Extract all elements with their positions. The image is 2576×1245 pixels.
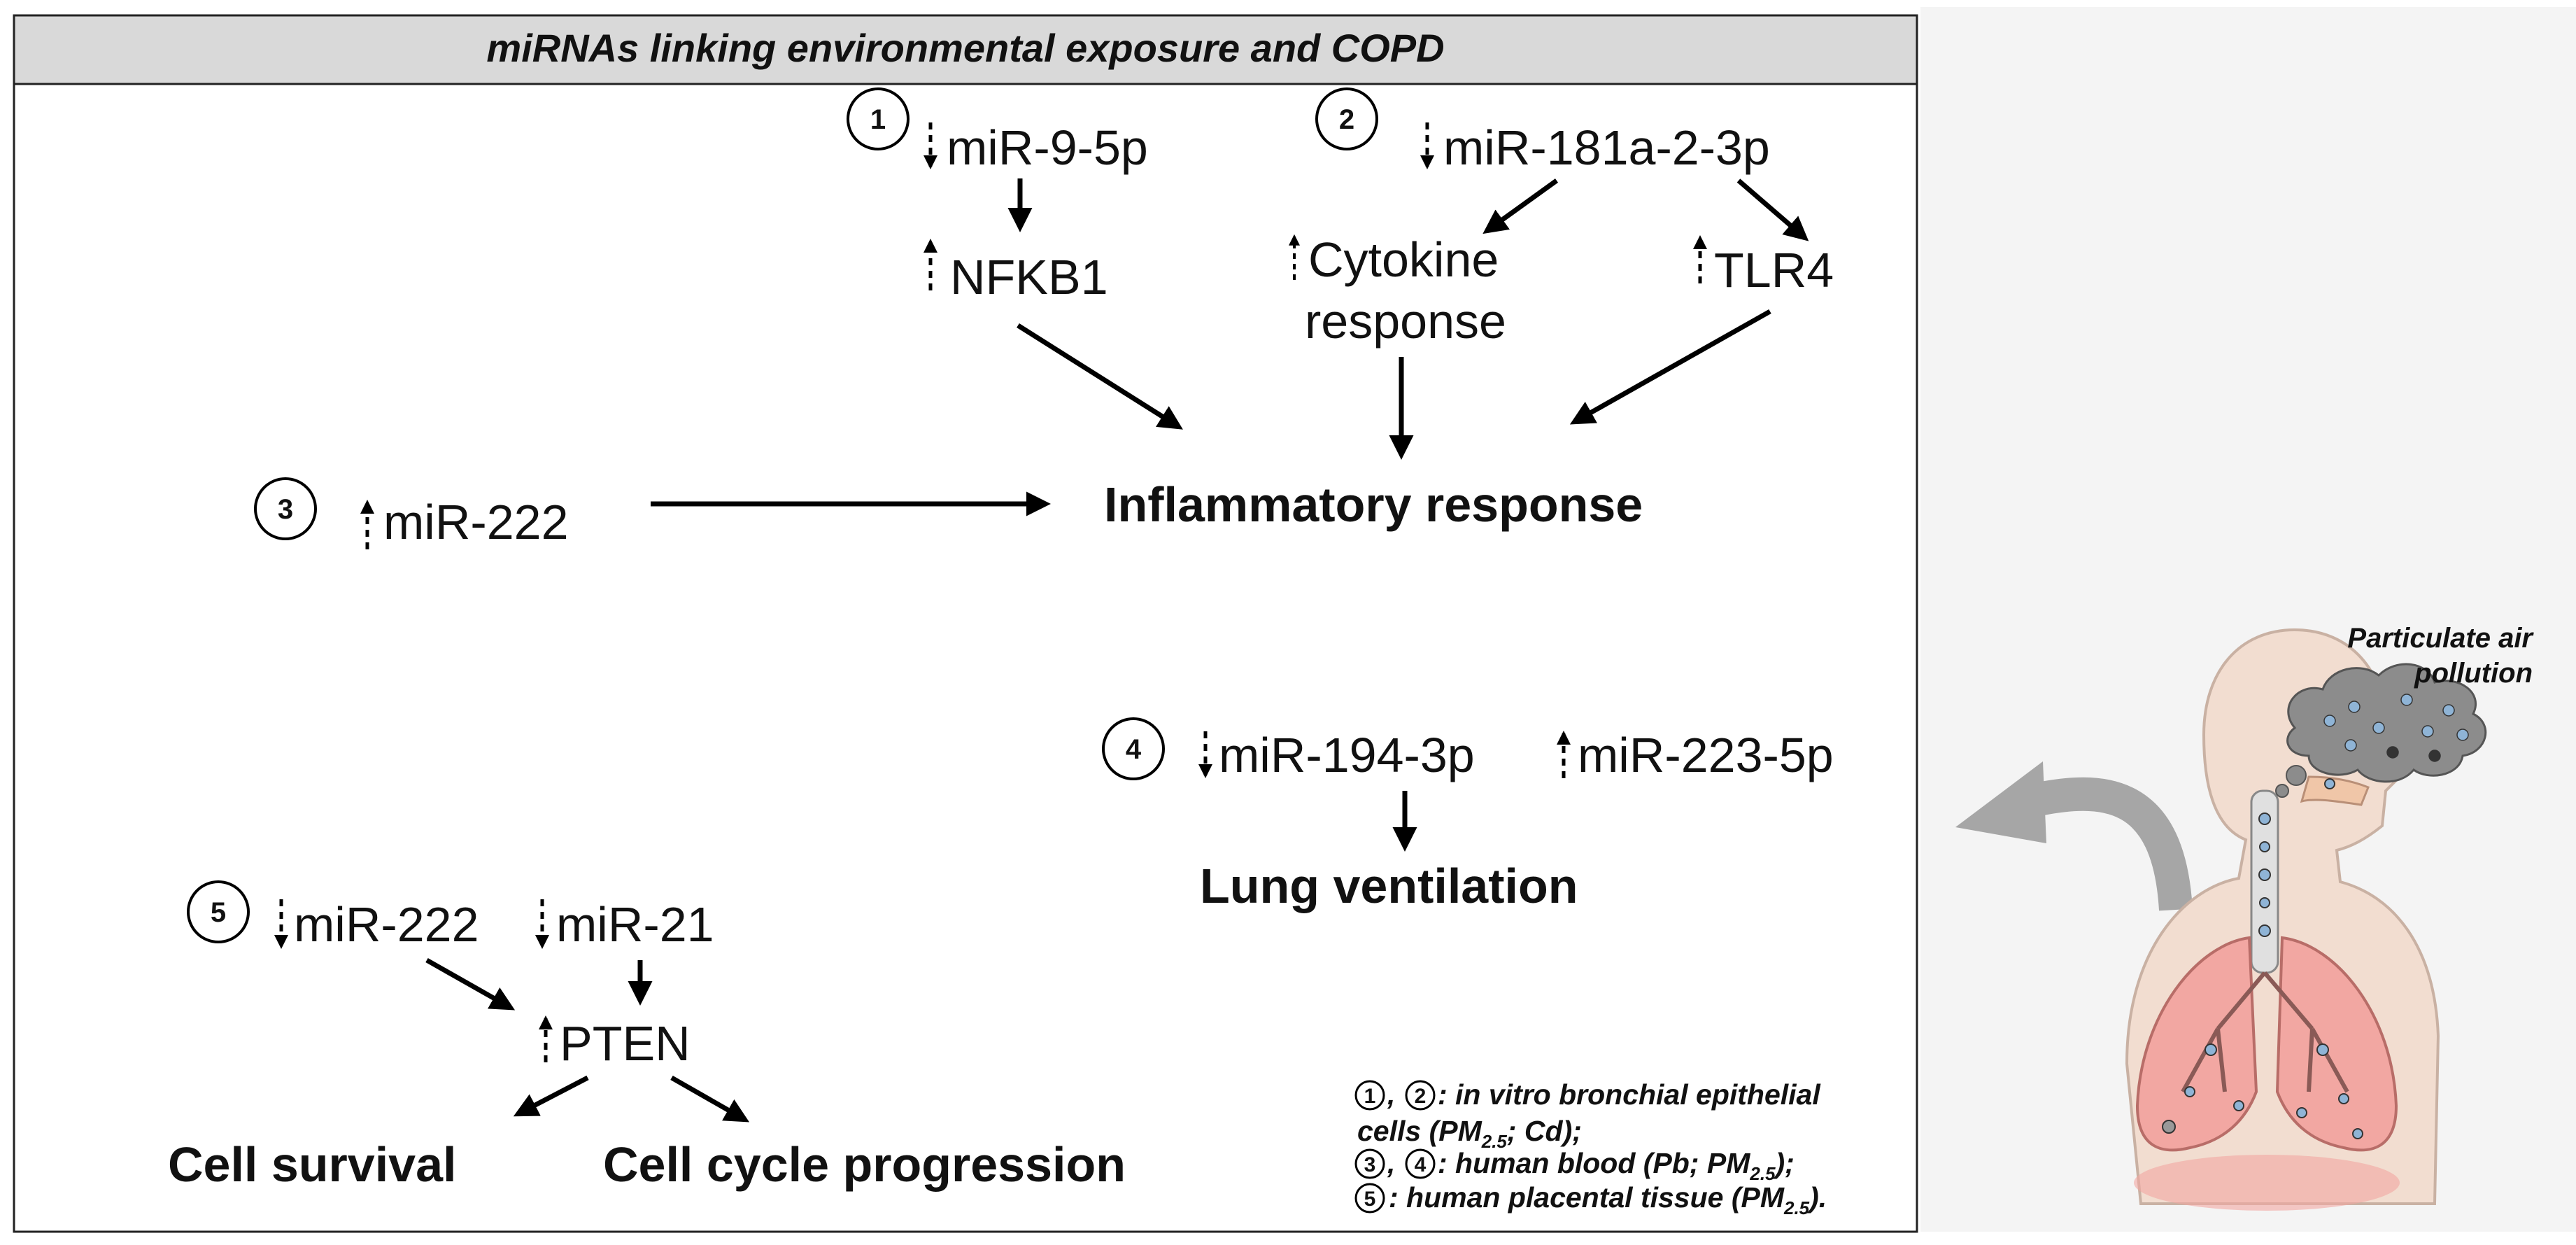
legend-separator: , [1387, 1078, 1395, 1111]
pathway-2-mirna: miR-181a-2-3p [1443, 120, 1770, 175]
lung-ventilation-label: Lung ventilation [1200, 859, 1578, 913]
legend-line-1: : in vitro bronchial epithelial [1438, 1078, 1821, 1111]
pathway-1: 1 miR-9-5p NFKB1 [847, 87, 1183, 430]
legend-line-2b: ; Cd); [1507, 1115, 1582, 1147]
legend-badge-5 [1354, 1183, 1385, 1214]
pollution-label-line2: pollution [2414, 658, 2533, 689]
legend-badge-1 [1354, 1080, 1385, 1111]
pathway-3-number: 3 [278, 494, 293, 525]
tlr4-label: TLR4 [1714, 243, 1834, 297]
pathway-5-mirna-b: miR-21 [556, 897, 714, 952]
legend-badge-2 [1405, 1080, 1436, 1111]
legend-number-2: 2 [1415, 1085, 1427, 1108]
cloud-trail-icon [2275, 784, 2289, 798]
legend-separator: , [1387, 1147, 1395, 1179]
legend-badge-4 [1405, 1148, 1436, 1179]
diaphragm-icon [2134, 1155, 2400, 1211]
bronchi-icon [2181, 971, 2349, 1093]
pollution-illustration: Particulate air pollution [1920, 7, 2576, 1232]
legend-number-1: 1 [1364, 1085, 1376, 1108]
pathway-5: 5 miR-222 miR-21 PTEN Cell survival Cell… [168, 880, 1126, 1192]
legend-line-4a: : human placental tissue (PM [1389, 1181, 1785, 1214]
pathway-1-number: 1 [870, 104, 886, 135]
cloud-particles-icon [2323, 694, 2469, 762]
pathway-1-mirna: miR-9-5p [947, 120, 1148, 175]
pathway-2: 2 miR-181a-2-3p Cytokine response TLR4 [1289, 87, 1834, 460]
pathway-4-mirna-a: miR-194-3p [1219, 728, 1475, 782]
left-lung-icon [2135, 936, 2258, 1152]
big-curved-arrow-icon [2025, 777, 2193, 911]
cell-cycle-progression-label: Cell cycle progression [603, 1137, 1126, 1192]
legend-line-3-sub: 2.5 [1749, 1163, 1776, 1184]
legend-badge-3 [1354, 1148, 1385, 1179]
pathway-4-number: 4 [1126, 734, 1142, 765]
cloud-trail-icon [2286, 765, 2307, 786]
legend-line-4: : human placental tissue (PM2.5). [1389, 1181, 1827, 1218]
legend-line-3a: : human blood (Pb; PM [1438, 1147, 1750, 1179]
pathway-3-mirna: miR-222 [383, 495, 569, 549]
cell-survival-label: Cell survival [168, 1137, 456, 1192]
airway-icon [2300, 775, 2370, 806]
pathway-4: 4 miR-194-3p miR-223-5p Lung ventilation [1102, 717, 1834, 913]
pathway-4-mirna-b: miR-223-5p [1578, 728, 1834, 782]
pathway-3: 3 miR-222 [254, 477, 1051, 549]
pollution-label-line1: Particulate air [2347, 623, 2534, 654]
legend-number-3: 3 [1364, 1153, 1376, 1176]
legend-line-3b: ); [1773, 1147, 1795, 1179]
main-panel [13, 14, 1918, 1233]
cytokine-label-line1: Cytokine [1308, 232, 1499, 287]
legend-line-4-sub: 2.5 [1783, 1197, 1810, 1218]
legend-line-4b: ). [1806, 1181, 1827, 1214]
pathway-5-badge [187, 880, 250, 943]
title-bar [13, 14, 1918, 85]
pathway-5-number: 5 [211, 897, 226, 928]
pathway-3-badge [254, 477, 317, 540]
pathway-5-mirna-a: miR-222 [294, 897, 479, 952]
legend-line-3: : human blood (Pb; PM2.5); [1438, 1147, 1795, 1184]
inflammatory-response-label: Inflammatory response [1104, 477, 1643, 532]
pathway-2-number: 2 [1339, 104, 1354, 135]
legend-line-2: cells (PM2.5; Cd); [1357, 1115, 1582, 1152]
legend-number-4: 4 [1415, 1153, 1427, 1176]
diagram-title: miRNAs linking environmental exposure an… [486, 26, 1444, 70]
pathway-2-badge [1315, 87, 1378, 150]
pathway-1-target: NFKB1 [950, 250, 1108, 304]
particles-icon [2162, 778, 2363, 1139]
pathway-4-badge [1102, 717, 1165, 780]
legend-line-2a: cells (PM [1357, 1115, 1482, 1147]
cytokine-label-line2: response [1305, 294, 1506, 349]
pathway-1-badge [847, 87, 910, 150]
pten-label: PTEN [560, 1016, 691, 1071]
legend-line-2-sub: 2.5 [1481, 1131, 1508, 1152]
right-lung-icon [2275, 936, 2398, 1152]
big-arrow-head-icon [1955, 761, 2046, 843]
legend-number-5: 5 [1364, 1188, 1376, 1211]
legend: 1 , 2 : in vitro bronchial epithelial ce… [1354, 1078, 1827, 1218]
